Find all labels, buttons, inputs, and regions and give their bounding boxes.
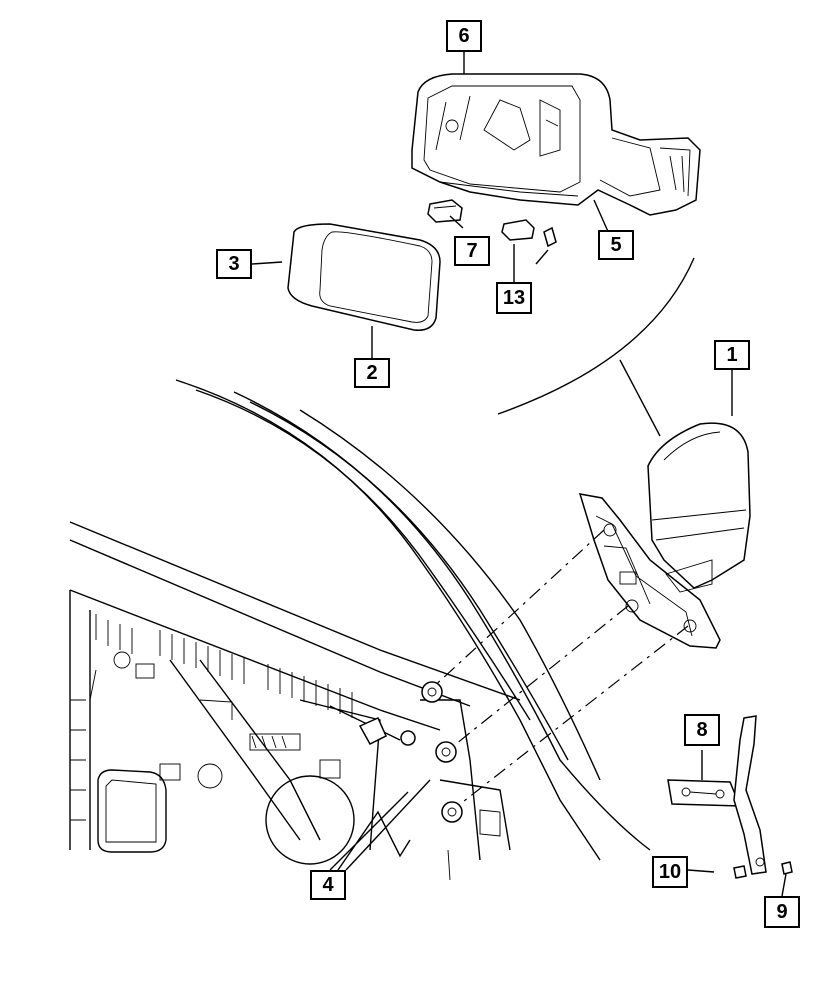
mirror-assembly-1 [578,422,751,649]
callout-3: 3 [216,249,252,279]
callout-5: 5 [598,230,634,260]
clip-7 [427,199,463,223]
callout-2: 2 [354,358,390,388]
callout-8: 8 [684,714,720,746]
group-arc [497,257,695,415]
callout-9: 9 [764,896,800,928]
callout-10: 10 [652,856,688,888]
mounting-nuts-4 [358,681,463,823]
clip-13 [501,219,557,248]
callout-6: 6 [446,20,482,52]
callout-4: 4 [310,870,346,900]
mirror-housing-6 [411,73,701,216]
callout-1: 1 [714,340,750,370]
mirror-glass-2-3 [287,223,441,331]
door-frame [69,379,651,881]
leader-lines [251,52,787,897]
fastener-10 [733,865,747,879]
bracket-8 [667,715,767,875]
callout-7: 7 [454,236,490,266]
fastener-9 [781,861,793,875]
alignment-lines [429,529,689,813]
callout-13: 13 [496,282,532,314]
